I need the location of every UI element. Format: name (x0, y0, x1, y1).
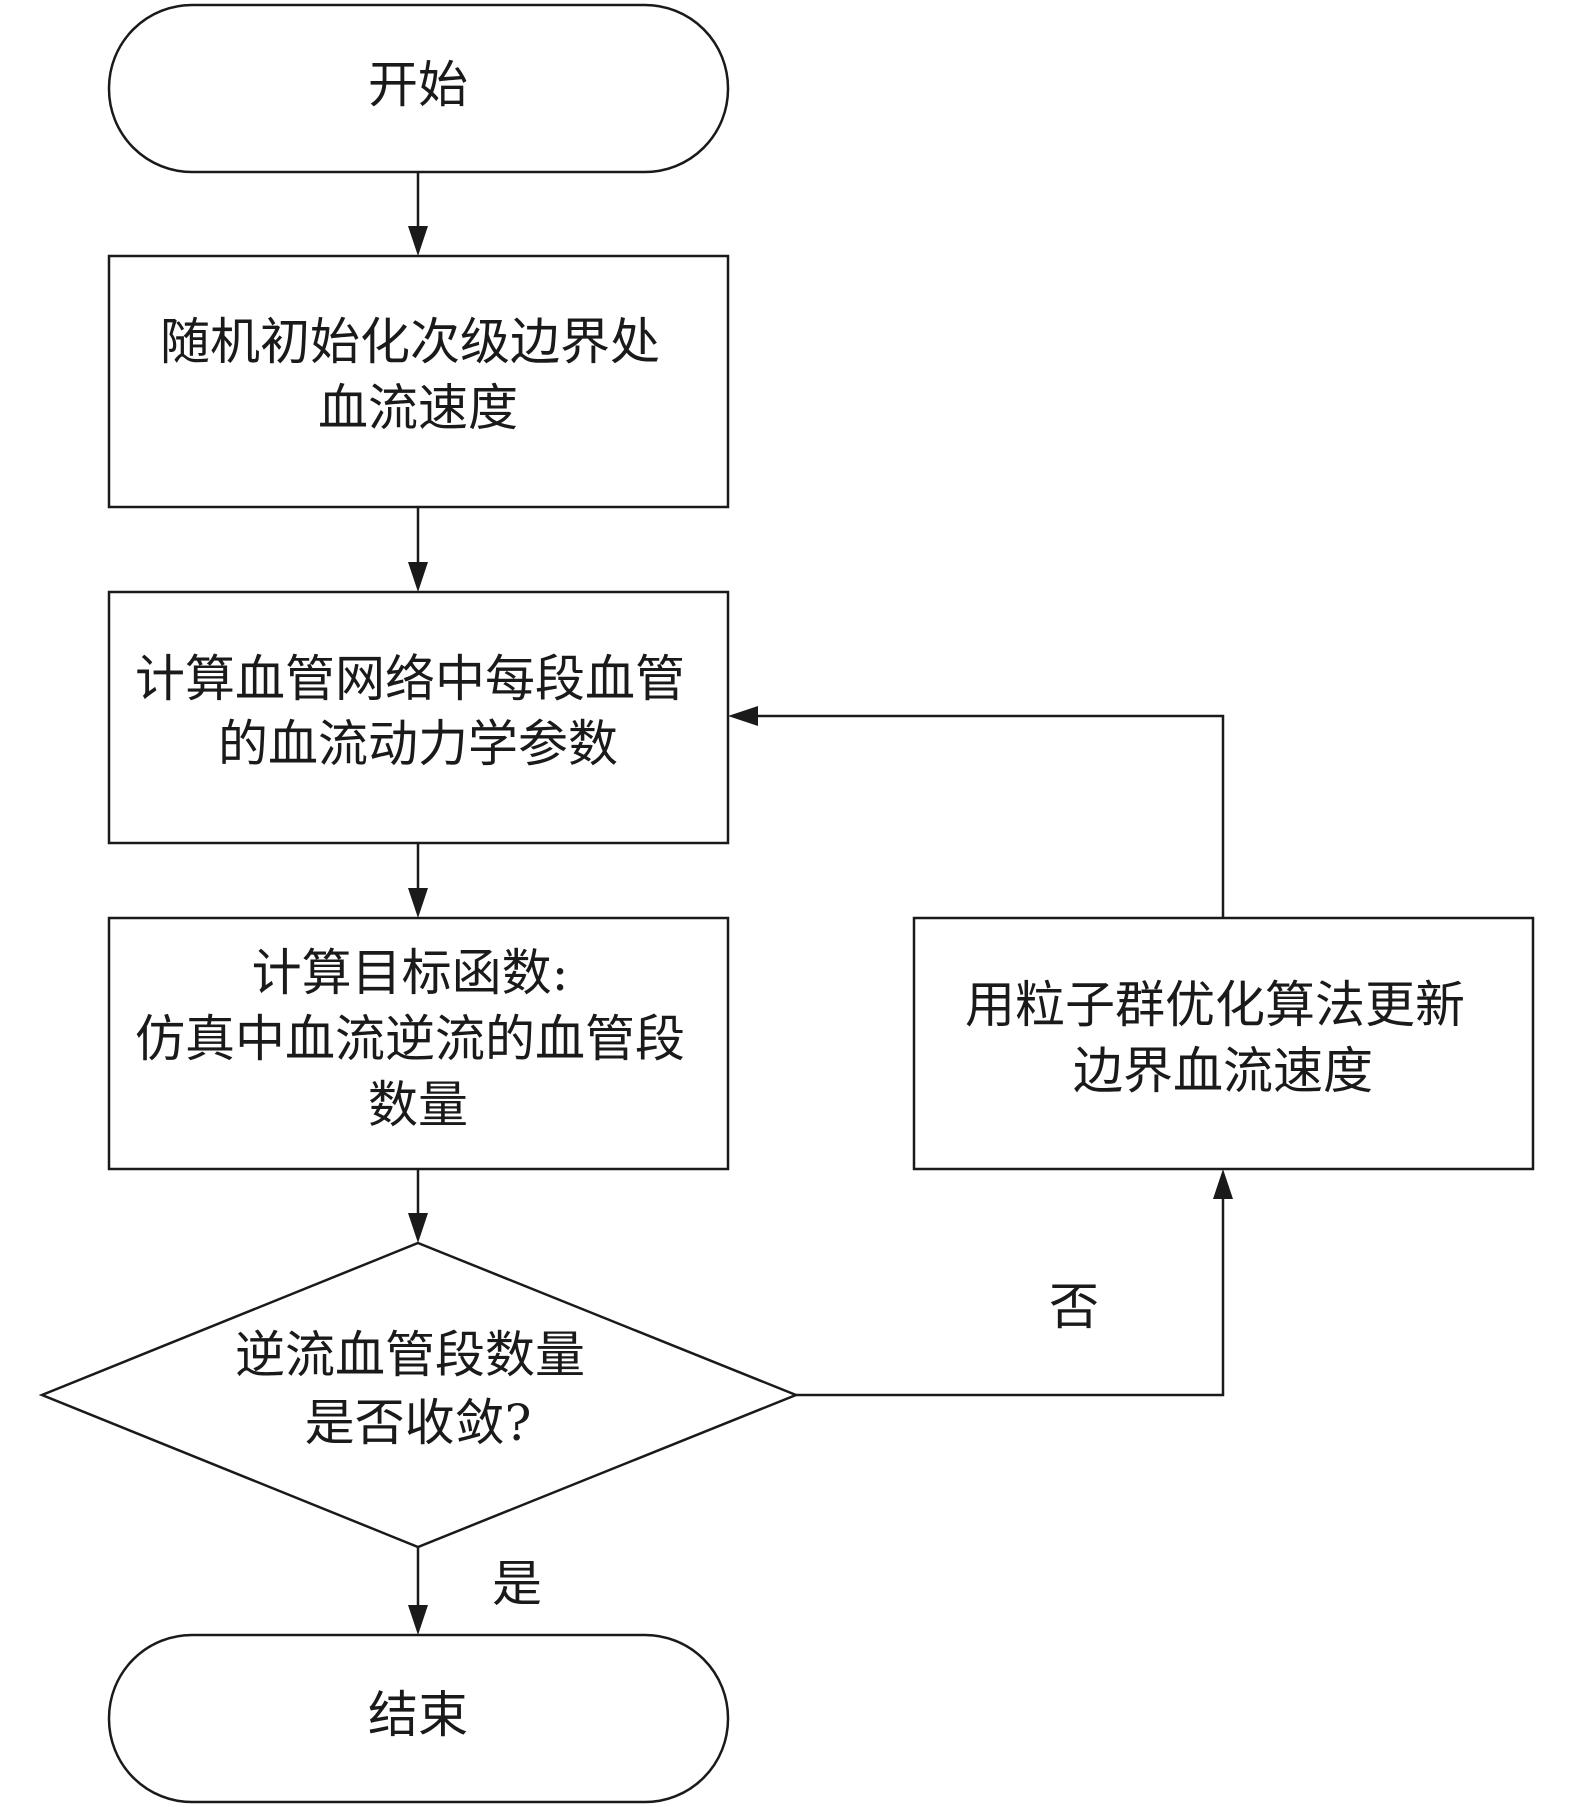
edge-init-to-compute (408, 507, 428, 592)
arrowhead-icon (408, 562, 428, 592)
edge-decision-no-to-update: 否 (796, 1169, 1233, 1397)
init-process-label: 随机初始化次级边界处 血流速度 (160, 313, 676, 437)
arrowhead-icon (408, 226, 428, 256)
arrowhead-icon (408, 1213, 428, 1243)
edge-objective-to-decision (408, 1169, 428, 1243)
compute-params-box: 计算血管网络中每段血管 的血流动力学参数 (107, 590, 730, 845)
init-process-box: 随机初始化次级边界处 血流速度 (107, 254, 730, 509)
edge-update-to-compute (728, 706, 1225, 918)
pso-update-label: 用粒子群优化算法更新 边界血流速度 (965, 976, 1481, 1100)
compute-params-label: 计算血管网络中每段血管 的血流动力学参数 (135, 650, 701, 773)
arrowhead-icon (728, 706, 758, 726)
edge-label-no: 否 (1049, 1278, 1099, 1336)
arrowhead-icon (408, 1605, 428, 1635)
objective-box: 计算目标函数: 仿真中血流逆流的血管段 数量 (107, 916, 730, 1171)
arrowhead-icon (1213, 1169, 1233, 1199)
edge-label-yes: 是 (492, 1555, 542, 1613)
start-terminal: 开始 (107, 3, 730, 174)
convergence-decision: 逆流血管段数量 是否收敛? (38, 1241, 800, 1549)
edge-compute-to-objective (408, 843, 428, 918)
end-terminal: 结束 (107, 1633, 730, 1804)
arrowhead-icon (408, 888, 428, 918)
edge-decision-yes-to-end: 是 (408, 1547, 542, 1635)
end-label: 结束 (368, 1686, 468, 1744)
start-label: 开始 (368, 56, 468, 114)
pso-update-box: 用粒子群优化算法更新 边界血流速度 (912, 916, 1535, 1171)
edge-start-to-init (408, 172, 428, 256)
convergence-decision-label: 逆流血管段数量 是否收敛? (235, 1326, 601, 1452)
objective-label: 计算目标函数: 仿真中血流逆流的血管段 数量 (135, 944, 701, 1134)
